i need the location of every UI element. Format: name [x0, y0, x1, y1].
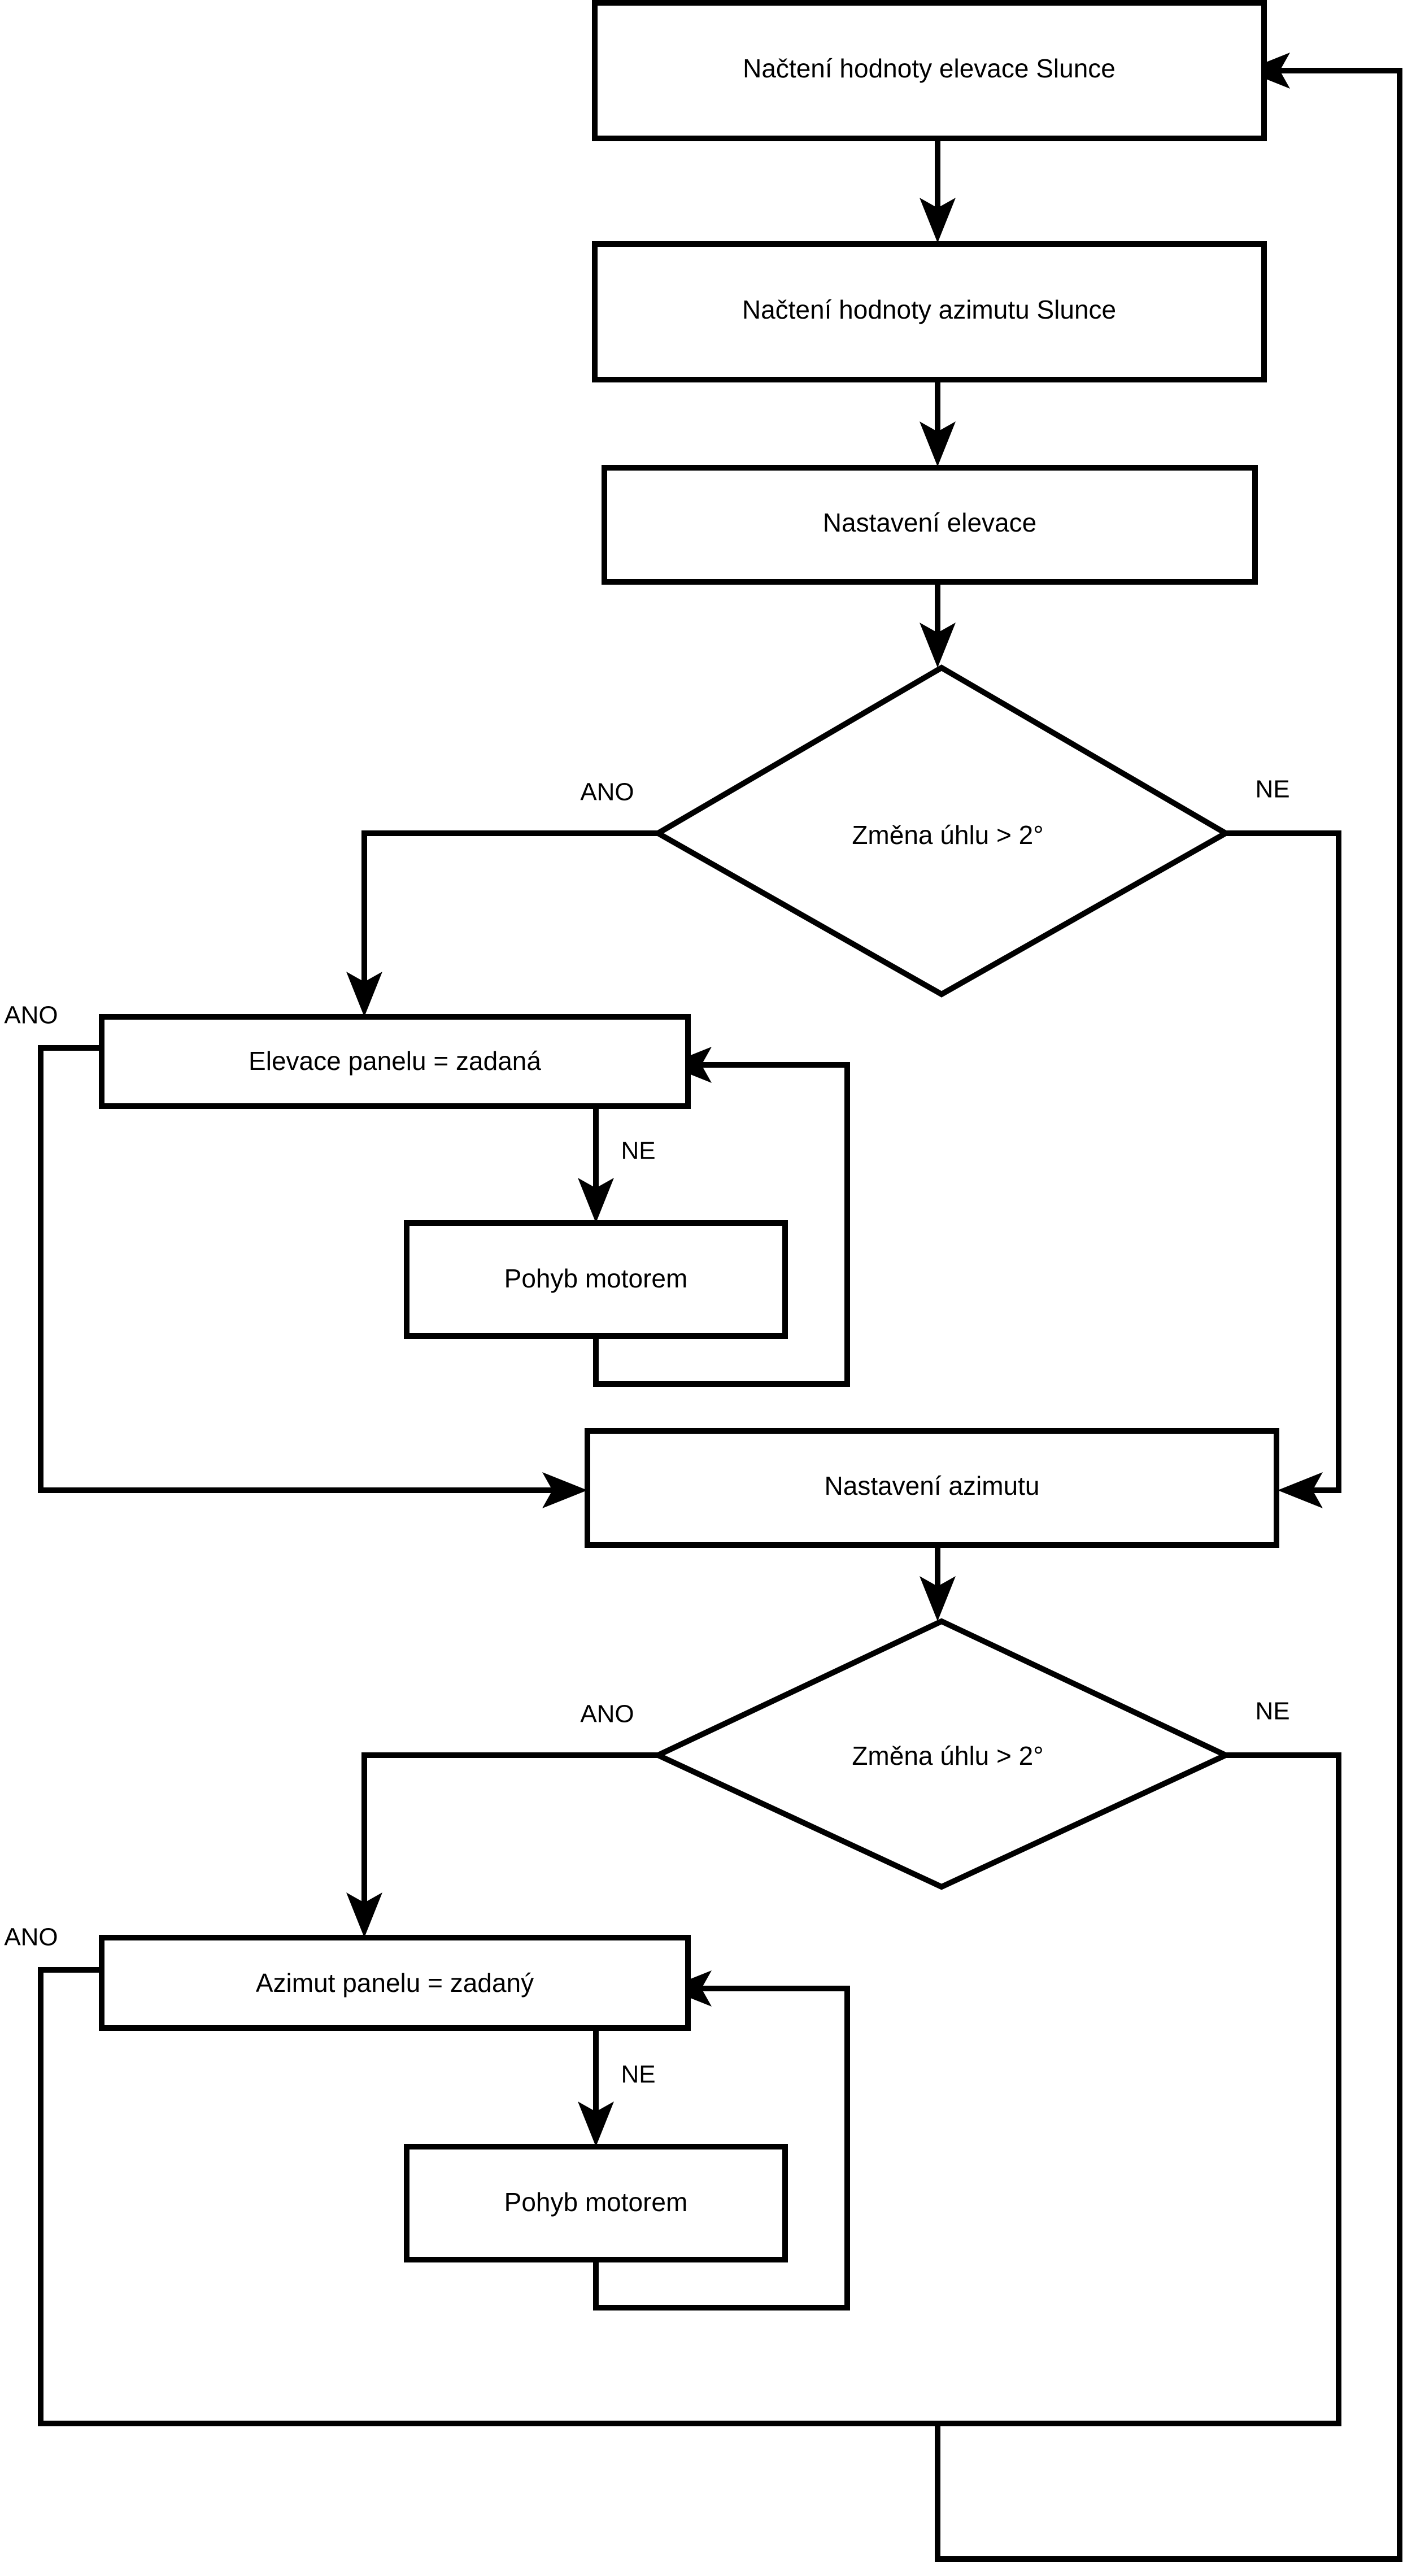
edge-motor-elevation-feedback: [593, 1062, 850, 1387]
edge-label-panel-elevation-yes: ANO: [4, 1002, 58, 1029]
arrowhead-read-elevation-feedback: [1245, 53, 1290, 89]
node-motor-elevation-shape: [404, 1220, 788, 1339]
arrowhead-read-azimuth: [920, 198, 956, 243]
edge-label-decide-azimuth-no: NE: [1255, 1698, 1289, 1725]
edge-decide-azimuth-yes: [361, 1752, 658, 1916]
node-set-azimuth-shape: [585, 1428, 1279, 1548]
node-motor-azimuth-label: Pohyb motorem: [504, 2187, 688, 2217]
node-read-azimuth-shape: [592, 241, 1267, 382]
arrowhead-set-azimuth-right: [1278, 1472, 1323, 1508]
edge-label-decide-azimuth-yes: ANO: [580, 1700, 634, 1728]
node-motor-elevation-label: Pohyb motorem: [504, 1264, 688, 1293]
node-set-elevation[interactable]: Nastavení elevace: [602, 465, 1258, 585]
node-decide-elevation-label: Změna úhlu > 2°: [852, 820, 1043, 850]
node-read-azimuth-label: Načtení hodnoty azimutu Slunce: [742, 295, 1116, 324]
node-decide-azimuth-label: Změna úhlu > 2°: [852, 1741, 1043, 1770]
arrowhead-decide-elevation: [920, 623, 956, 668]
edge-motor-azimuth-feedback: [593, 1986, 850, 2310]
edge-label-decide-elevation-no: NE: [1255, 776, 1289, 803]
edge-panel-elevation-yes: [38, 1045, 566, 1493]
edge-decide-azimuth-no: [935, 68, 1402, 2562]
node-decide-azimuth-shape: [651, 1618, 1232, 1890]
node-set-elevation-label: Nastavení elevace: [823, 508, 1036, 537]
arrowhead-motor-azimuth: [578, 2101, 614, 2147]
node-motor-azimuth[interactable]: Pohyb motorem: [404, 2144, 788, 2262]
arrowhead-panel-elevation: [346, 972, 382, 1017]
edge-label-panel-azimuth-no: NE: [621, 2061, 655, 2088]
arrowhead-set-elevation: [920, 421, 956, 467]
node-panel-elevation-shape: [99, 1014, 691, 1109]
node-read-elevation-label: Načtení hodnoty elevace Slunce: [743, 54, 1116, 83]
node-set-azimuth[interactable]: Nastavení azimutu: [585, 1428, 1279, 1548]
node-read-elevation-shape: [592, 0, 1267, 141]
node-read-azimuth[interactable]: Načtení hodnoty azimutu Slunce: [592, 241, 1267, 382]
arrowhead-motor-elevation: [578, 1178, 614, 1223]
edge-label-panel-azimuth-yes: ANO: [4, 1924, 58, 1951]
node-motor-elevation[interactable]: Pohyb motorem: [404, 1220, 788, 1339]
edge-label-decide-elevation-yes: ANO: [580, 778, 634, 806]
node-panel-azimuth-label: Azimut panelu = zadaný: [256, 1968, 534, 1998]
node-panel-azimuth-shape: [99, 1935, 691, 2031]
arrowhead-decide-azimuth: [920, 1576, 956, 1621]
node-panel-azimuth[interactable]: Azimut panelu = zadaný: [99, 1935, 691, 2031]
node-set-elevation-shape: [602, 465, 1258, 585]
node-panel-elevation[interactable]: Elevace panelu = zadaná: [99, 1014, 691, 1109]
node-decide-elevation[interactable]: Změna úhlu > 2°: [652, 664, 1232, 998]
node-panel-elevation-label: Elevace panelu = zadaná: [249, 1046, 541, 1076]
arrowhead-set-azimuth-left: [542, 1472, 587, 1508]
edge-decide-elevation-yes: [361, 830, 658, 995]
node-decide-elevation-shape: [652, 664, 1232, 998]
edge-panel-azimuth-yes: [38, 1967, 938, 2426]
edge-decide-elevation-no: [1226, 830, 1341, 1493]
node-set-azimuth-label: Nastavení azimutu: [825, 1471, 1040, 1500]
node-decide-azimuth[interactable]: Změna úhlu > 2°: [651, 1618, 1232, 1890]
node-read-elevation[interactable]: Načtení hodnoty elevace Slunce: [592, 0, 1267, 141]
arrowhead-panel-azimuth: [346, 1892, 382, 1938]
node-motor-azimuth-shape: [404, 2144, 788, 2262]
edge-label-panel-elevation-no: NE: [621, 1137, 655, 1165]
